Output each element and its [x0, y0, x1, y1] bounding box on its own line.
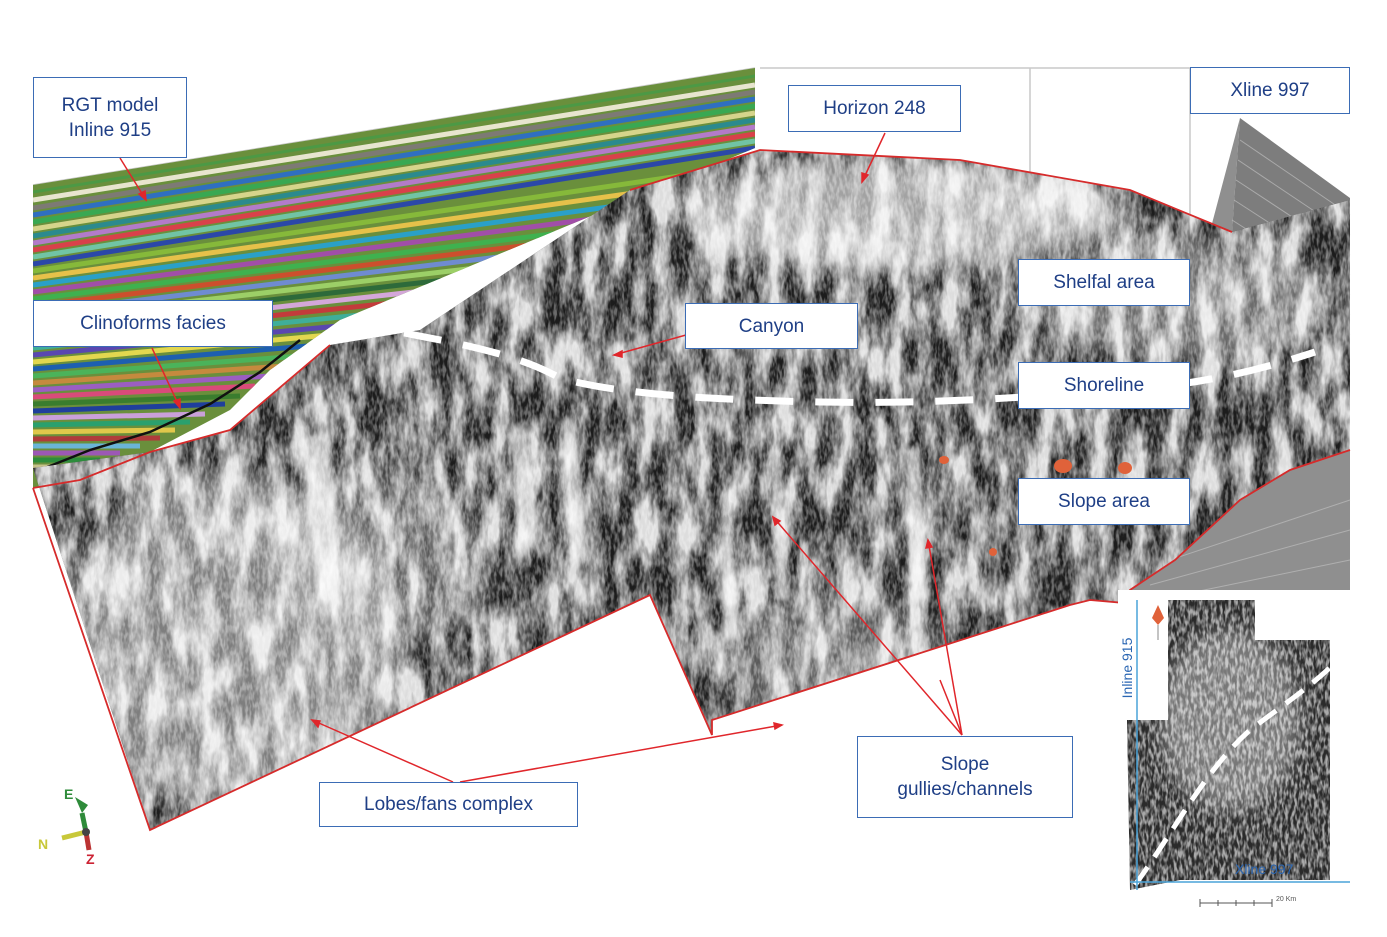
slope-area-label: Slope area: [1018, 478, 1190, 525]
scale-bar: [1199, 899, 1273, 907]
shoreline-label: Shoreline: [1018, 362, 1190, 409]
axis-triad-icon: [61, 797, 92, 851]
horizon-label: Horizon 248: [788, 85, 961, 132]
east-letter: E: [64, 786, 74, 802]
clinoforms-label: Clinoforms facies: [33, 300, 273, 347]
map-outline: [32, 149, 1351, 832]
xline-label: Xline 997: [1190, 67, 1350, 114]
slope-gullies-label: Slope gullies/channels: [857, 736, 1073, 818]
shelfal-label: Shelfal area: [1018, 259, 1190, 306]
callout-arrows: [119, 132, 963, 783]
inset-inline-label: Inline 915: [1119, 637, 1135, 699]
scale-label: 20 Km: [1276, 896, 1297, 903]
north-arrow-icon: [1152, 605, 1164, 640]
inset-map: [1118, 590, 1353, 915]
z-letter: Z: [86, 851, 95, 867]
north-letter: N: [38, 836, 49, 852]
lobes-label: Lobes/fans complex: [319, 782, 578, 827]
canyon-label: Canyon: [685, 303, 858, 349]
inset-xline-label: Xline 997: [1235, 861, 1294, 877]
rgt-model-label: RGT model Inline 915: [33, 77, 187, 158]
